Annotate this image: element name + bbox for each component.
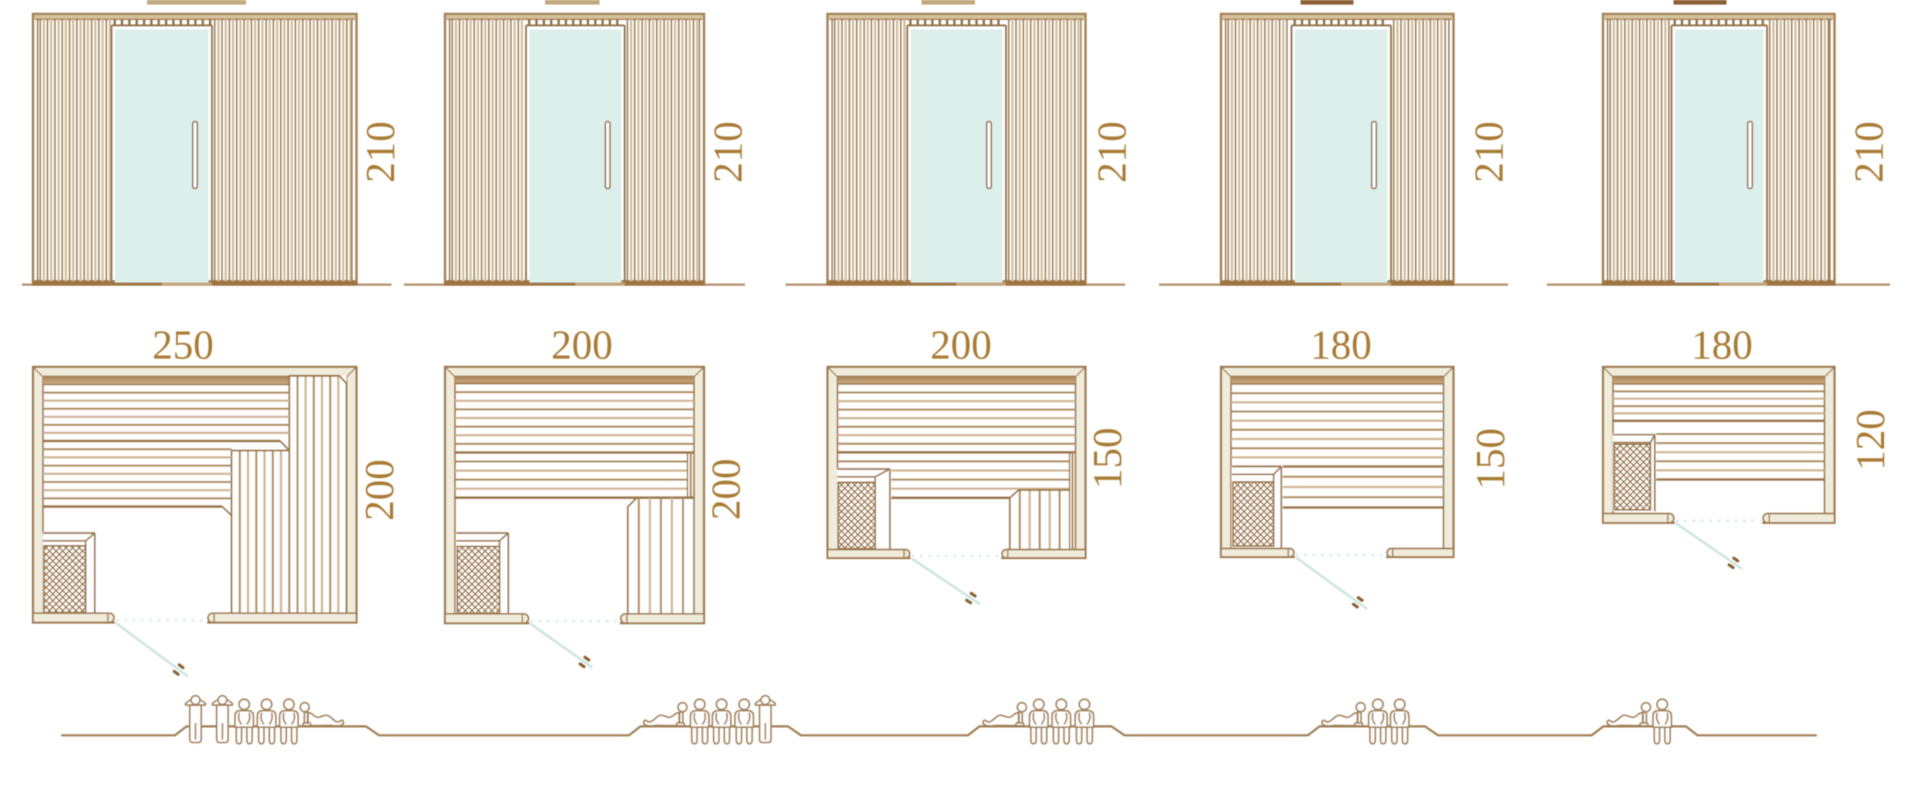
svg-text:210: 210 bbox=[357, 121, 403, 183]
svg-text:200: 200 bbox=[551, 322, 613, 368]
svg-text:180: 180 bbox=[1310, 322, 1372, 368]
svg-text:210: 210 bbox=[705, 121, 751, 183]
svg-text:150: 150 bbox=[1084, 427, 1130, 489]
svg-text:200: 200 bbox=[930, 322, 992, 368]
svg-text:200: 200 bbox=[703, 458, 749, 520]
svg-text:120: 120 bbox=[1847, 409, 1893, 471]
svg-text:200: 200 bbox=[356, 459, 402, 521]
svg-text:210: 210 bbox=[1466, 121, 1512, 183]
svg-text:210: 210 bbox=[1089, 121, 1135, 183]
svg-text:150: 150 bbox=[1467, 428, 1513, 490]
svg-text:210: 210 bbox=[1846, 121, 1892, 183]
svg-text:180: 180 bbox=[1691, 322, 1753, 368]
svg-text:250: 250 bbox=[152, 322, 214, 368]
